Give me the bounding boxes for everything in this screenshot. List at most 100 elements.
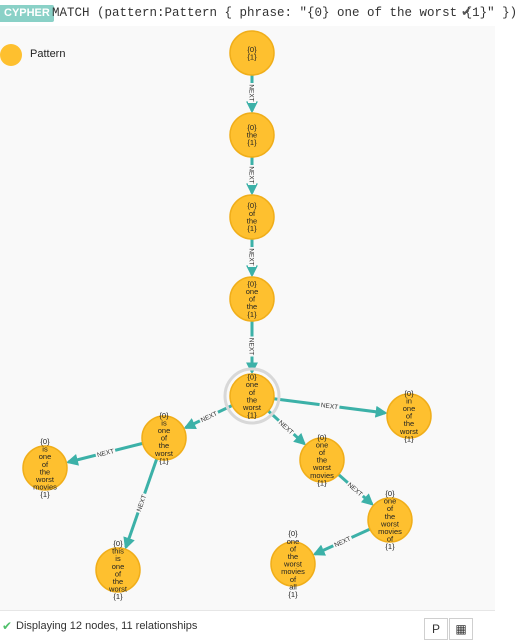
node-circle[interactable] xyxy=(95,547,141,593)
relationship-label-background xyxy=(319,400,340,412)
relationship-label: NEXT xyxy=(136,494,148,513)
relationship-label-background xyxy=(248,247,256,267)
node-caption-line: of xyxy=(290,575,297,584)
pattern-node-n1[interactable]: {0}{1} xyxy=(229,30,275,76)
relationship-label-background xyxy=(198,408,220,425)
node-caption-line: {0} xyxy=(385,489,395,498)
node-caption-line: worst xyxy=(283,560,303,569)
node-circle[interactable] xyxy=(367,497,413,543)
node-caption-line: the xyxy=(288,552,298,561)
relationship-n11-n12[interactable]: NEXT xyxy=(312,527,371,556)
relationship-n5-n6[interactable]: NEXT xyxy=(273,397,388,418)
node-caption-line: {1} xyxy=(247,52,257,61)
node-caption-line: {1} xyxy=(247,224,257,233)
relationship-n2-n3[interactable]: NEXT xyxy=(246,157,258,196)
node-circle[interactable] xyxy=(229,30,275,76)
node-circle[interactable] xyxy=(299,437,345,483)
node-caption-line: {0} xyxy=(404,389,414,398)
relationship-n5-n10[interactable]: NEXT xyxy=(267,409,307,446)
relationship-n7-n9[interactable]: NEXT xyxy=(123,458,159,550)
relationship-n1-n2[interactable]: NEXT xyxy=(246,75,258,114)
node-caption-line: one xyxy=(384,497,397,506)
node-caption-line: is xyxy=(115,554,121,563)
node-circle[interactable] xyxy=(22,445,68,491)
node-caption-line: of xyxy=(115,569,122,578)
relationship-n7-n8[interactable]: NEXT xyxy=(65,441,144,466)
node-caption-line: of xyxy=(42,460,49,469)
node-caption-line: {0} xyxy=(317,433,327,442)
relationship-label: NEXT xyxy=(96,448,115,459)
node-caption-line: {0} xyxy=(40,437,50,446)
collapse-chevron-icon[interactable]: ✔ xyxy=(461,4,472,19)
node-caption-line: of xyxy=(249,295,256,304)
node-caption-line: worst xyxy=(154,449,174,458)
relationship-n5-n7[interactable]: NEXT xyxy=(183,404,233,430)
node-caption-line: {1} xyxy=(247,411,257,420)
node-caption-line: movies xyxy=(281,567,305,576)
node-caption-line: the xyxy=(247,395,257,404)
graph-visualization[interactable]: NEXTNEXTNEXTNEXTNEXTNEXTNEXTNEXTNEXTNEXT… xyxy=(0,26,495,610)
node-caption-line: {0} xyxy=(247,45,257,54)
node-caption-line: {0} xyxy=(159,411,169,420)
node-caption-line: {1} xyxy=(159,456,169,465)
relationship-label-background xyxy=(134,492,149,514)
node-caption-line: one xyxy=(39,452,52,461)
node-caption-line: all xyxy=(289,582,297,591)
legend-label[interactable]: Pattern xyxy=(30,48,66,60)
node-caption-line: one xyxy=(316,440,329,449)
node-caption-line: worst xyxy=(312,463,332,472)
cypher-badge: CYPHER xyxy=(0,5,54,22)
relationship-n3-n4[interactable]: NEXT xyxy=(246,239,258,278)
node-caption-line: {0} xyxy=(247,123,257,132)
node-circle[interactable] xyxy=(229,373,275,419)
relationship-label: NEXT xyxy=(248,338,255,355)
node-caption-line: the xyxy=(317,456,327,465)
node-caption-line: movies xyxy=(310,471,334,480)
table-view-button[interactable]: ▦ xyxy=(449,618,473,640)
node-circle[interactable] xyxy=(229,194,275,240)
node-circle[interactable] xyxy=(270,541,316,587)
relationship-label: NEXT xyxy=(200,410,219,424)
node-caption-line: of xyxy=(161,434,168,443)
node-caption-line: is xyxy=(161,418,167,427)
relationship-label-background xyxy=(331,533,354,550)
node-caption-line: of xyxy=(290,544,297,553)
relationship-label-background xyxy=(345,479,366,499)
node-caption-line: {0} xyxy=(288,529,298,538)
node-caption-line: the xyxy=(385,512,395,521)
query-text[interactable]: MATCH (pattern:Pattern { phrase: "{0} on… xyxy=(52,6,517,20)
legend-color-dot[interactable] xyxy=(0,44,22,66)
pattern-node-n2[interactable]: {0}the{1} xyxy=(229,112,275,158)
node-caption-line: {0} xyxy=(247,279,257,288)
node-caption-line: worst xyxy=(399,427,419,436)
node-caption-line: one xyxy=(112,562,125,571)
node-caption-line: the xyxy=(404,419,414,428)
relationship-n4-n5[interactable]: NEXT xyxy=(246,321,258,375)
node-caption-line: one xyxy=(246,380,259,389)
relationship-n10-n11[interactable]: NEXT xyxy=(337,473,374,506)
relationship-label: NEXT xyxy=(248,248,255,265)
node-caption-line: the xyxy=(40,467,50,476)
relationship-label: NEXT xyxy=(346,482,364,499)
node-caption-line: of xyxy=(387,535,394,544)
graph-view-button[interactable]: P xyxy=(424,618,448,640)
node-circle[interactable] xyxy=(229,112,275,158)
node-circle[interactable] xyxy=(229,276,275,322)
node-caption-line: the xyxy=(247,302,257,311)
node-caption-line: the xyxy=(247,216,257,225)
selected-node-ring xyxy=(223,367,281,425)
node-circle[interactable] xyxy=(386,393,432,439)
node-caption-line: one xyxy=(246,287,259,296)
node-circle[interactable] xyxy=(141,415,187,461)
